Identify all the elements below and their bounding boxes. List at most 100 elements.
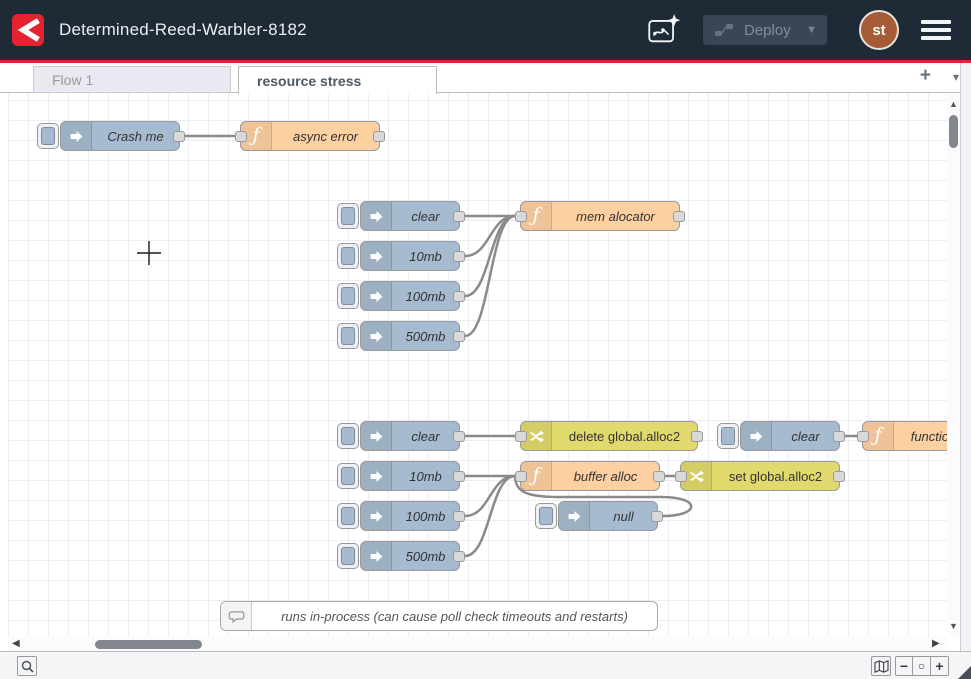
inject-arrow-icon — [361, 202, 392, 230]
vertical-scrollbar[interactable]: ▲ ▼ — [947, 93, 960, 637]
deploy-button[interactable]: Deploy ▼ — [703, 15, 827, 45]
scroll-up-icon[interactable]: ▲ — [947, 99, 960, 109]
tab-flow-1[interactable]: Flow 1 — [33, 66, 231, 93]
zoom-controls: − ○ + — [895, 656, 949, 676]
output-port[interactable] — [453, 331, 465, 342]
flow-list-caret-icon[interactable]: ▾ — [953, 70, 959, 84]
input-port[interactable] — [515, 471, 527, 482]
node-function-clipped[interactable]: ƒfunction — [862, 421, 947, 451]
tab-label: resource stress — [257, 73, 361, 89]
node-label: runs in-process (can cause poll check ti… — [252, 602, 657, 630]
zoom-reset-button[interactable]: ○ — [913, 656, 931, 676]
output-port[interactable] — [653, 471, 665, 482]
user-avatar[interactable]: st — [859, 10, 899, 50]
inject-button[interactable] — [337, 543, 359, 569]
inject-button[interactable] — [337, 423, 359, 449]
node-clear-3[interactable]: clear — [740, 421, 840, 451]
output-port[interactable] — [691, 431, 703, 442]
add-flow-button[interactable]: + — [920, 65, 931, 87]
output-port[interactable] — [453, 251, 465, 262]
output-port[interactable] — [173, 131, 185, 142]
scroll-right-icon[interactable]: ▶ — [932, 638, 940, 649]
node-500mb-2[interactable]: 500mb — [360, 541, 460, 571]
node-set-global-alloc2[interactable]: set global.alloc2 — [680, 461, 840, 491]
resize-grip[interactable] — [958, 666, 971, 679]
header: Determined-Reed-Warbler-8182 Deploy ▼ st — [0, 0, 971, 60]
inject-arrow-icon — [361, 502, 392, 530]
node-buffer-alloc[interactable]: ƒbuffer alloc — [520, 461, 660, 491]
node-500mb-1[interactable]: 500mb — [360, 321, 460, 351]
inject-button[interactable] — [337, 243, 359, 269]
node-10mb-1[interactable]: 10mb — [360, 241, 460, 271]
output-port[interactable] — [453, 511, 465, 522]
vertical-scroll-thumb[interactable] — [949, 115, 958, 148]
node-10mb-2[interactable]: 10mb — [360, 461, 460, 491]
hamburger-menu-icon[interactable] — [921, 16, 951, 44]
output-port[interactable] — [453, 211, 465, 222]
output-port[interactable] — [673, 211, 685, 222]
sidebar-splitter[interactable] — [960, 63, 971, 651]
output-port[interactable] — [453, 471, 465, 482]
node-label: 500mb — [392, 322, 459, 350]
output-port[interactable] — [453, 291, 465, 302]
node-delete-global-alloc2[interactable]: delete global.alloc2 — [520, 421, 698, 451]
input-port[interactable] — [675, 471, 687, 482]
node-clear-1[interactable]: clear — [360, 201, 460, 231]
input-port[interactable] — [515, 431, 527, 442]
inject-button[interactable] — [535, 503, 557, 529]
inject-button[interactable] — [337, 323, 359, 349]
output-port[interactable] — [833, 431, 845, 442]
node-null-inject[interactable]: null — [558, 501, 658, 531]
output-port[interactable] — [651, 511, 663, 522]
input-port[interactable] — [857, 431, 869, 442]
output-port[interactable] — [833, 471, 845, 482]
node-label: set global.alloc2 — [712, 462, 839, 490]
inject-button[interactable] — [717, 423, 739, 449]
input-port[interactable] — [235, 131, 247, 142]
inject-button[interactable] — [337, 503, 359, 529]
node-label: async error — [272, 122, 379, 150]
output-port[interactable] — [373, 131, 385, 142]
flow-tab-bar: Flow 1 resource stress + ▾ — [0, 63, 971, 93]
horizontal-scrollbar[interactable]: ◀ ▶ — [8, 637, 947, 651]
instance-title: Determined-Reed-Warbler-8182 — [59, 20, 307, 40]
inject-button[interactable] — [37, 123, 59, 149]
inject-button[interactable] — [337, 463, 359, 489]
deploy-caret-icon[interactable]: ▼ — [806, 24, 817, 36]
inject-arrow-icon — [361, 542, 392, 570]
node-100mb-1[interactable]: 100mb — [360, 281, 460, 311]
node-crash-me[interactable]: Crash me — [60, 121, 180, 151]
search-flows-button[interactable] — [17, 656, 37, 676]
deploy-nodes-icon — [713, 22, 735, 38]
node-clear-2[interactable]: clear — [360, 421, 460, 451]
ai-assistant-icon[interactable] — [647, 13, 681, 47]
horizontal-scroll-thumb[interactable] — [95, 640, 202, 649]
node-label: clear — [772, 422, 839, 450]
scroll-down-icon[interactable]: ▼ — [947, 621, 960, 631]
inject-button[interactable] — [337, 283, 359, 309]
wire-100mb-2-to-buffer-alloc[interactable] — [465, 476, 515, 516]
inject-button[interactable] — [337, 203, 359, 229]
node-label: 100mb — [392, 502, 459, 530]
node-100mb-2[interactable]: 100mb — [360, 501, 460, 531]
scroll-left-icon[interactable]: ◀ — [12, 638, 20, 649]
node-async-error[interactable]: ƒasync error — [240, 121, 380, 151]
input-port[interactable] — [515, 211, 527, 222]
output-port[interactable] — [453, 431, 465, 442]
inject-arrow-icon — [559, 502, 590, 530]
flow-canvas[interactable]: Crash me ƒasync error clear 10mb 100mb 500mb ƒ… — [8, 93, 947, 637]
wire-100mb-1-to-mem-alocator[interactable] — [465, 216, 515, 296]
wire-500mb-2-to-buffer-alloc[interactable] — [465, 476, 515, 556]
inject-arrow-icon — [361, 462, 392, 490]
node-mem-alocator[interactable]: ƒmem alocator — [520, 201, 680, 231]
inject-arrow-icon — [741, 422, 772, 450]
output-port[interactable] — [453, 551, 465, 562]
zoom-in-button[interactable]: + — [931, 656, 949, 676]
navigator-button[interactable] — [871, 656, 891, 676]
node-label: clear — [392, 422, 459, 450]
zoom-out-button[interactable]: − — [895, 656, 913, 676]
tab-resource-stress[interactable]: resource stress — [238, 66, 437, 94]
workspace-footer: − ○ + — [0, 651, 971, 679]
comment-bubble-icon — [221, 602, 252, 630]
node-comment-note[interactable]: runs in-process (can cause poll check ti… — [220, 601, 658, 631]
